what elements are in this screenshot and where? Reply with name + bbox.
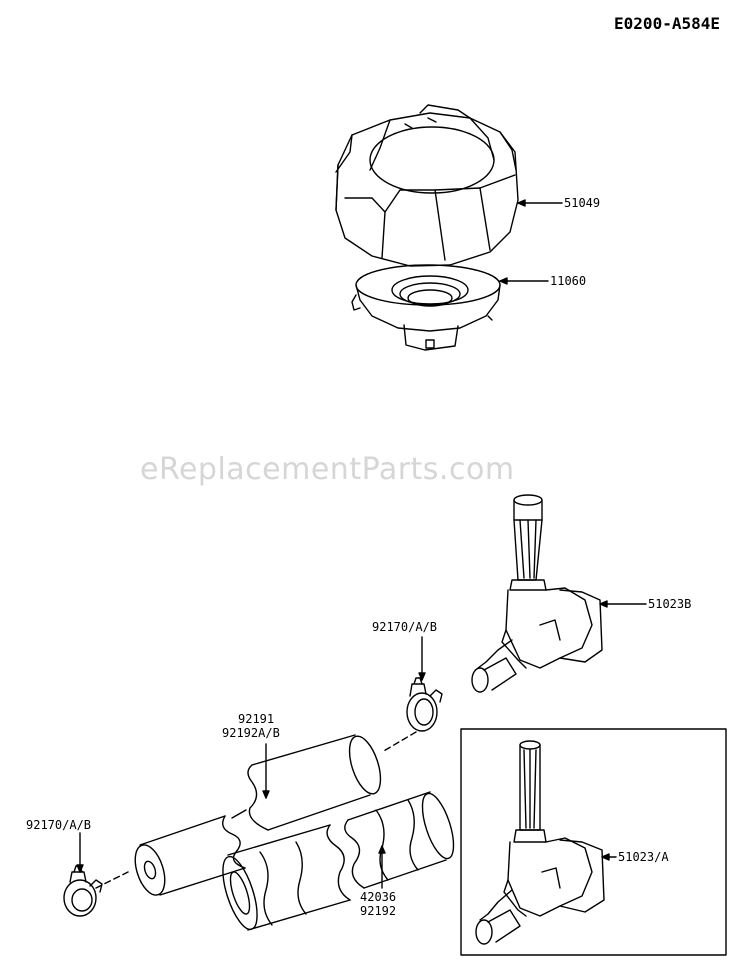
arrow-51023b [599,600,608,608]
arrow-51049 [517,199,526,207]
dash-clamp-left [95,871,129,889]
label-42036[interactable]: 42036 [360,890,397,904]
fuel-hose-42036[interactable] [216,790,460,933]
diagram-code: E0200-A584E [614,14,720,33]
inset-box [460,728,727,956]
fuel-cock-51023b[interactable] [471,494,603,693]
arrow-11060 [499,277,508,285]
hose-clamp-top[interactable] [406,677,443,732]
fuel-filter-11060[interactable] [351,264,501,351]
arrow-51023a [601,853,610,861]
label-51023b[interactable]: 51023B [648,597,692,611]
arrow-hose-92191 [262,790,270,799]
hose-clamp-left[interactable] [63,865,103,917]
arrow-42036 [378,845,386,854]
label-51049[interactable]: 51049 [564,196,601,210]
label-92170-left[interactable]: 92170/A/B [26,818,92,832]
label-11060[interactable]: 11060 [550,274,587,288]
label-92170-top[interactable]: 92170/A/B [372,620,438,634]
arrow-clamp-left [76,864,84,873]
arrow-clamp-top [418,672,426,681]
watermark: eReplacementParts.com [140,452,515,487]
fuel-cock-51023a[interactable] [475,740,605,945]
fuel-cap-51049[interactable] [335,104,519,267]
fuel-hose-92191-lower[interactable] [130,815,246,899]
label-51023a[interactable]: 51023/A [618,850,669,864]
fuel-hose-92191[interactable] [231,732,387,831]
label-92192[interactable]: 92192 [360,904,397,918]
label-92192ab[interactable]: 92192A/B [222,726,280,740]
dash-clamp-top [381,731,417,753]
label-92191[interactable]: 92191 [238,712,275,726]
